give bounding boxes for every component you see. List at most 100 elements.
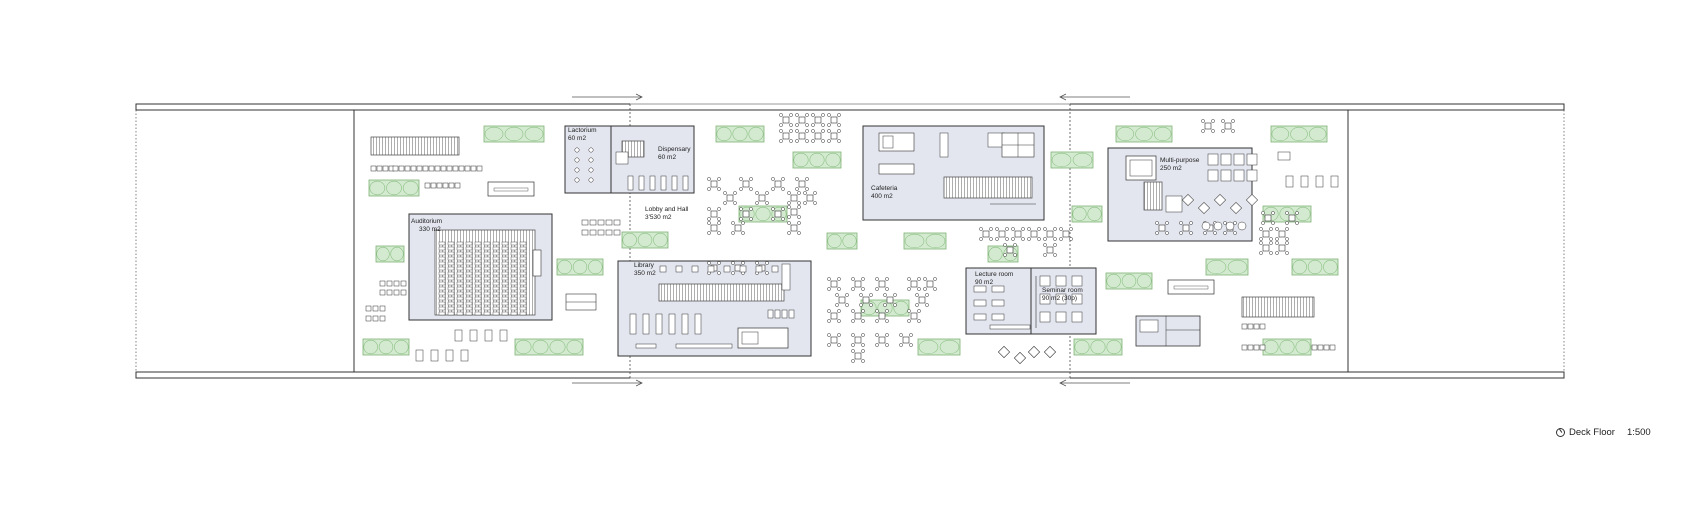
planter — [1105, 272, 1153, 290]
planter — [1270, 125, 1328, 143]
auditorium-seat — [447, 241, 455, 246]
shelf — [629, 313, 637, 335]
auditorium-seat — [474, 241, 482, 246]
chair — [717, 217, 721, 221]
chair — [827, 113, 831, 117]
auditorium-seat — [438, 286, 446, 291]
lactorium-chair — [588, 177, 594, 183]
seat — [442, 182, 449, 189]
auditorium-seat — [492, 246, 500, 251]
auditorium-seat — [483, 311, 491, 316]
auditorium-seat — [483, 246, 491, 251]
auditorium-seat — [474, 261, 482, 266]
planter-tree — [515, 339, 532, 355]
chair — [797, 191, 801, 195]
chair — [851, 309, 855, 313]
chair — [1275, 227, 1279, 231]
chair — [797, 201, 801, 205]
chair — [739, 177, 743, 181]
seat — [739, 265, 747, 273]
mp-round-table — [1225, 221, 1235, 231]
chair — [1043, 237, 1047, 241]
auditorium-seat — [510, 261, 518, 266]
auditorium-seat — [465, 261, 473, 266]
chair — [845, 303, 849, 307]
table — [830, 132, 838, 140]
deck-outline — [135, 102, 1565, 380]
chair — [869, 303, 873, 307]
auditorium-seat — [510, 271, 518, 276]
chair — [1211, 119, 1215, 123]
chair — [851, 349, 855, 353]
table — [830, 116, 838, 124]
table — [1262, 230, 1270, 238]
chair — [787, 191, 791, 195]
seat — [458, 165, 465, 172]
chair — [755, 261, 759, 265]
chair — [811, 113, 815, 117]
mp-table — [1246, 169, 1258, 182]
chair — [861, 319, 865, 323]
table — [910, 280, 918, 288]
auditorium-area: 330 m2 — [419, 226, 441, 233]
auditorium-seat — [447, 251, 455, 256]
table — [902, 336, 910, 344]
planter — [1262, 338, 1312, 356]
planters — [362, 125, 1339, 356]
seat — [440, 165, 447, 172]
auditorium-seat — [492, 286, 500, 291]
auditorium-seat — [465, 256, 473, 261]
auditorium-seat — [519, 256, 527, 261]
auditorium-seat — [465, 241, 473, 246]
chair — [731, 231, 735, 235]
bench — [487, 181, 535, 197]
table — [742, 210, 750, 218]
chair — [797, 221, 801, 225]
chair — [717, 271, 721, 275]
chair — [787, 205, 791, 209]
planter-tree — [1106, 273, 1121, 289]
planter — [368, 179, 420, 197]
chair — [1269, 251, 1273, 255]
seat — [365, 305, 372, 312]
chair — [1223, 221, 1227, 225]
chair — [1275, 241, 1279, 245]
planter — [917, 338, 961, 356]
chair — [1069, 237, 1073, 241]
mp-round-table — [1237, 221, 1247, 231]
auditorium-seat — [465, 251, 473, 256]
chair — [1053, 243, 1057, 247]
lactorium-room — [564, 125, 612, 194]
chair — [1179, 221, 1183, 225]
auditorium-seat — [483, 306, 491, 311]
bench-detail — [1173, 285, 1209, 290]
chair — [915, 293, 919, 297]
chair — [907, 319, 911, 323]
lecture-desk — [973, 285, 987, 293]
chair — [1261, 211, 1265, 215]
mp-lounge-chair — [1197, 201, 1211, 215]
table — [710, 210, 718, 218]
table — [790, 194, 798, 202]
chair — [899, 343, 903, 347]
seat — [454, 182, 461, 189]
seat — [422, 165, 429, 172]
chair — [1037, 227, 1041, 231]
auditorium-seat — [465, 311, 473, 316]
lactorium-chair — [588, 157, 594, 163]
auditorium-seat — [510, 281, 518, 286]
service-block-detail — [1139, 319, 1159, 333]
seat — [428, 165, 435, 172]
seat — [393, 289, 400, 296]
table — [782, 116, 790, 124]
table — [926, 280, 934, 288]
chair — [805, 139, 809, 143]
seat — [723, 265, 731, 273]
planter — [1050, 151, 1094, 169]
chair — [717, 261, 721, 265]
auditorium-seat — [519, 296, 527, 301]
chair — [861, 333, 865, 337]
planter-tree — [925, 233, 946, 249]
auditorium-seat — [456, 306, 464, 311]
